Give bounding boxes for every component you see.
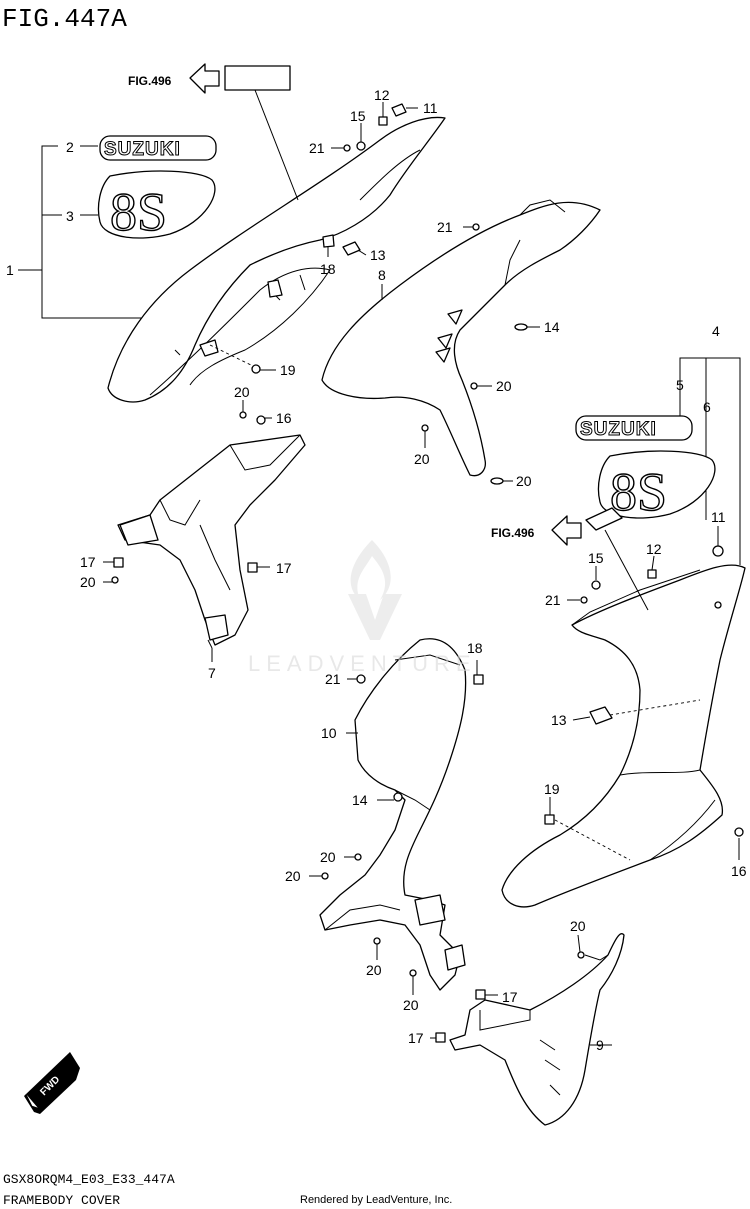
watermark-flame-icon xyxy=(350,540,391,600)
callout-11b: 11 xyxy=(711,509,726,525)
callout-1: 1 xyxy=(6,262,14,278)
badge-8s-right: 8S xyxy=(597,450,716,523)
callout-6: 6 xyxy=(703,399,711,415)
badge-8s-right-text: 8S xyxy=(610,462,667,522)
fig-ref-lower[interactable]: FIG.496 xyxy=(491,507,623,546)
callout-4: 4 xyxy=(712,323,720,339)
callout-10: 10 xyxy=(321,725,337,741)
callout-9: 9 xyxy=(596,1037,604,1053)
watermark-text: LEADVENTURE xyxy=(248,651,477,676)
callout-21d: 21 xyxy=(325,671,341,687)
callout-20g: 20 xyxy=(285,868,301,884)
fig-ref-lower-label[interactable]: FIG.496 xyxy=(491,526,535,540)
watermark: LEADVENTURE xyxy=(248,540,477,676)
callout-16b: 16 xyxy=(731,863,747,879)
callout-17b: 17 xyxy=(276,560,292,576)
fwd-arrow-icon xyxy=(24,1052,80,1114)
badge-8s-left-text: 8S xyxy=(110,182,167,242)
assembly-bracket-1-tick xyxy=(18,145,98,271)
figure-title: FIG.447A xyxy=(2,4,127,34)
callout-17c: 17 xyxy=(502,989,518,1005)
callout-21a: 21 xyxy=(309,140,325,156)
callout-20f: 20 xyxy=(320,849,336,865)
rendered-by: Rendered by LeadVenture, Inc. xyxy=(300,1194,452,1206)
callout-14a: 14 xyxy=(544,319,560,335)
callout-18a: 18 xyxy=(320,261,336,277)
callout-3: 3 xyxy=(66,208,74,224)
panel-right-4 xyxy=(501,564,746,908)
callout-20h: 20 xyxy=(366,962,382,978)
panel-9 xyxy=(449,933,625,1126)
callout-21b: 21 xyxy=(437,219,453,235)
callout-15a: 15 xyxy=(350,108,366,124)
watermark-v-icon xyxy=(348,594,402,640)
badge-8s-left: 8S xyxy=(97,170,216,243)
callout-17d: 17 xyxy=(408,1030,424,1046)
callout-15b: 15 xyxy=(588,550,604,566)
callout-18b: 18 xyxy=(467,640,483,656)
assembly-bracket-1 xyxy=(41,145,152,319)
callout-7: 7 xyxy=(208,665,216,681)
callout-leaders xyxy=(103,102,740,1046)
callout-14b: 14 xyxy=(352,792,368,808)
callout-5: 5 xyxy=(676,377,684,393)
callout-20a: 20 xyxy=(234,384,250,400)
callout-20e: 20 xyxy=(80,574,96,590)
callout-20c: 20 xyxy=(414,451,430,467)
suzuki-emblem-right-text: SUZUKI xyxy=(580,419,657,440)
callout-16a: 16 xyxy=(276,410,292,426)
ref-tag-lower xyxy=(585,507,623,531)
callout-11a: 11 xyxy=(423,100,438,116)
suzuki-emblem-left: SUZUKI xyxy=(99,135,217,161)
callout-21c: 21 xyxy=(545,592,561,608)
bracket-7 xyxy=(117,434,306,646)
fig-ref-upper[interactable]: FIG.496 xyxy=(128,63,291,94)
callout-20d: 20 xyxy=(516,473,532,489)
fig-ref-upper-label[interactable]: FIG.496 xyxy=(128,74,172,88)
panel-8 xyxy=(321,199,601,477)
suzuki-emblem-left-text: SUZUKI xyxy=(104,139,181,160)
callout-13a: 13 xyxy=(370,247,386,263)
figure-code: GSX8ORQM4_E03_E33_447A xyxy=(3,1172,175,1187)
callout-numbers: 1 2 3 4 5 6 7 8 9 10 11 11 12 12 13 13 1… xyxy=(6,87,747,1053)
ref-box-upper xyxy=(224,65,291,91)
fasteners xyxy=(111,103,744,1043)
callout-2: 2 xyxy=(66,139,74,155)
figure-name: FRAMEBODY COVER xyxy=(3,1193,120,1208)
callout-12a: 12 xyxy=(374,87,390,103)
panel-10 xyxy=(319,638,467,991)
callout-13b: 13 xyxy=(551,712,567,728)
callout-8: 8 xyxy=(378,267,386,283)
callout-17a: 17 xyxy=(80,554,96,570)
suzuki-emblem-right: SUZUKI xyxy=(575,415,693,441)
callout-20j: 20 xyxy=(570,918,586,934)
callout-20b: 20 xyxy=(496,378,512,394)
ref-arrow-lower-icon xyxy=(551,515,582,546)
ref-arrow-upper-icon xyxy=(189,63,220,94)
fwd-arrow: FWD xyxy=(24,1052,80,1114)
callout-20i: 20 xyxy=(403,997,419,1013)
panel-left-upper xyxy=(107,116,446,403)
callout-12b: 12 xyxy=(646,541,662,557)
callout-19b: 19 xyxy=(544,781,560,797)
callout-19a: 19 xyxy=(280,362,296,378)
